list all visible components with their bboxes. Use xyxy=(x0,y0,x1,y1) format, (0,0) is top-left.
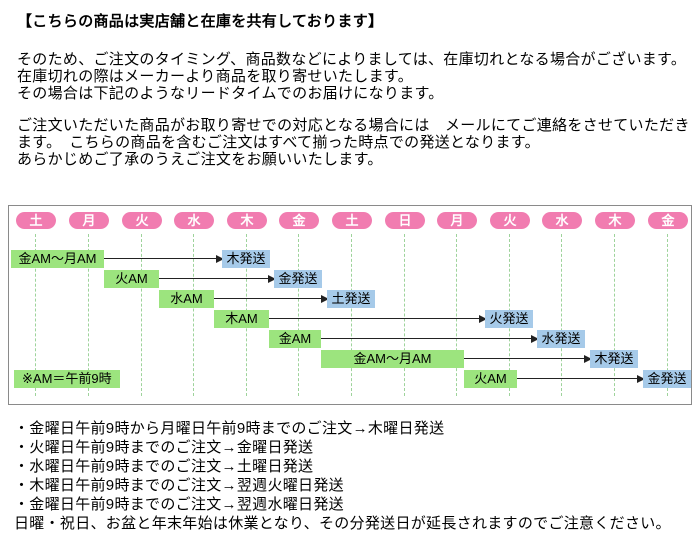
lead-time-arrow xyxy=(517,375,645,383)
ship-day-box: 金発送 xyxy=(274,270,322,288)
order-window-box: 火AM xyxy=(464,370,517,388)
day-pill: 火 xyxy=(122,212,162,229)
order-window-box: 金AM〜月AM xyxy=(321,350,464,368)
lead-time-arrow xyxy=(464,355,592,363)
ship-day-box: 土発送 xyxy=(327,290,375,308)
day-pill: 日 xyxy=(385,212,425,229)
order-window-box: 火AM xyxy=(104,270,159,288)
legend-item: ・火曜日午前9時までのご注文→金曜日発送 xyxy=(14,439,314,456)
lead-time-arrow xyxy=(321,335,539,343)
column-divider xyxy=(404,234,405,396)
notice-line: あらかじめご了承のうえご注文をお願いいたします。 xyxy=(17,151,383,168)
column-divider xyxy=(351,234,352,396)
legend-item: ・金曜日午前9時から月曜日午前9時までのご注文→木曜日発送 xyxy=(14,420,445,437)
column-divider xyxy=(88,234,89,396)
ship-day-box: 金発送 xyxy=(643,370,691,388)
day-pill: 金 xyxy=(648,212,688,229)
column-divider xyxy=(298,234,299,396)
lead-time-summary-list: ・金曜日午前9時から月曜日午前9時までのご注文→木曜日発送 ・火曜日午前9時まで… xyxy=(14,419,671,533)
day-pill: 木 xyxy=(227,212,267,229)
lead-time-arrow xyxy=(159,275,276,283)
day-pill: 金 xyxy=(279,212,319,229)
notice-paragraph-2: ご注文いただいた商品がお取り寄せでの対応となる場合には メールにてご連絡をさせて… xyxy=(17,117,695,168)
day-pill: 月 xyxy=(69,212,109,229)
column-divider xyxy=(667,234,668,396)
legend-item: ・金曜日午前9時までのご注文→翌週水曜日発送 xyxy=(14,496,344,513)
column-divider xyxy=(561,234,562,396)
lead-time-arrow xyxy=(269,315,487,323)
day-pill: 土 xyxy=(332,212,372,229)
column-divider xyxy=(141,234,142,396)
day-pill: 月 xyxy=(437,212,477,229)
lead-time-diagram: 土 月 火 水 木 金 土 日 月 火 水 木 金 金AM〜月AM 木発送 火A… xyxy=(8,205,692,405)
order-window-box: 木AM xyxy=(214,310,269,328)
notice-line: ご注文いただいた商品がお取り寄せでの対応となる場合には メールにてご連絡をさせて… xyxy=(17,117,690,151)
day-pill: 水 xyxy=(542,212,582,229)
ship-day-box: 木発送 xyxy=(590,350,638,368)
notice-line: その場合は下記のようなリードタイムでのお届けになります。 xyxy=(17,85,444,102)
column-divider xyxy=(193,234,194,396)
notice-title: 【こちらの商品は実店舗と在庫を共有しております】 xyxy=(17,13,384,30)
notice-paragraph-1: そのため、ご注文のタイミング、商品数などによりましては、在庫切れとなる場合がござ… xyxy=(17,51,686,102)
day-pill: 木 xyxy=(595,212,635,229)
day-pill: 火 xyxy=(490,212,530,229)
column-divider xyxy=(614,234,615,396)
order-window-box: 水AM xyxy=(159,290,214,308)
lead-time-arrow xyxy=(214,295,329,303)
notice-line: 在庫切れの際はメーカーより商品を取り寄せいたします。 xyxy=(17,68,414,85)
ship-day-box: 水発送 xyxy=(537,330,585,348)
day-pill: 土 xyxy=(16,212,56,229)
day-pill: 水 xyxy=(174,212,214,229)
legend-item: ・木曜日午前9時までのご注文→翌週火曜日発送 xyxy=(14,477,344,494)
ship-day-box: 火発送 xyxy=(485,310,533,328)
am-definition-note: ※AM＝午前9時 xyxy=(14,370,120,388)
ship-day-box: 木発送 xyxy=(222,250,270,268)
column-divider xyxy=(456,234,457,396)
column-divider xyxy=(35,234,36,396)
order-window-box: 金AM〜月AM xyxy=(11,250,104,268)
holiday-notice: 日曜・祝日、お盆と年末年始は休業となり、その分発送日が延長されますのでご注意くだ… xyxy=(14,515,671,532)
notice-line: そのため、ご注文のタイミング、商品数などによりましては、在庫切れとなる場合がござ… xyxy=(17,51,687,68)
legend-item: ・水曜日午前9時までのご注文→土曜日発送 xyxy=(14,458,314,475)
lead-time-arrow xyxy=(104,255,224,263)
order-window-box: 金AM xyxy=(269,330,321,348)
